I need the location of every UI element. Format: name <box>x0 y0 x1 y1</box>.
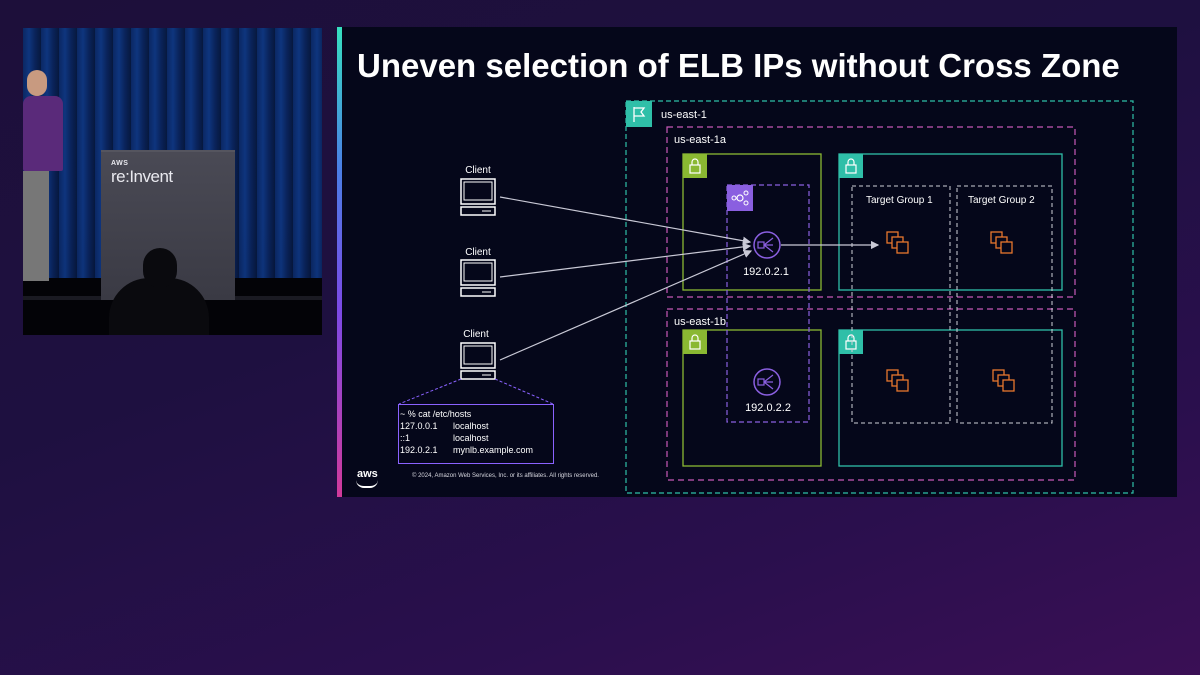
region-box <box>625 100 1134 494</box>
nlb-node-icon <box>753 368 781 396</box>
podium-aws-text: AWS <box>111 160 129 167</box>
aws-smile-mark <box>356 480 378 488</box>
lock-icon <box>839 154 863 178</box>
architecture-diagram: us-east-1 us-east-1a us-east-1b <box>398 100 1134 494</box>
hosts-name: localhost <box>453 433 489 443</box>
target-instances-icon <box>886 369 909 392</box>
region-label: us-east-1 <box>661 109 707 121</box>
client-label: Client <box>463 329 489 340</box>
hosts-row: 127.0.0.1 localhost <box>400 420 553 432</box>
audience-silhouette-head <box>143 248 177 288</box>
speaker-camera-feed: AWS re:Invent <box>23 28 322 335</box>
arrow-client1-to-nlb <box>499 196 752 245</box>
reinvent-logo: AWS re:Invent <box>111 160 173 187</box>
target-group-2-label: Target Group 2 <box>968 195 1035 206</box>
az-b-label: us-east-1b <box>674 316 726 328</box>
target-group-1-label: Target Group 1 <box>866 195 933 206</box>
target-instances-icon <box>886 231 909 254</box>
public-subnet-b <box>682 329 822 467</box>
hosts-name: mynlb.example.com <box>453 445 534 455</box>
lock-icon <box>839 330 863 354</box>
podium-brand-text: re:Invent <box>111 167 173 186</box>
nlb-box <box>726 184 810 423</box>
nlb-ip-a: 192.0.2.1 <box>743 266 789 278</box>
hosts-file-panel: ~ % cat /etc/hosts 127.0.0.1 localhost :… <box>398 404 554 464</box>
aws-logo: aws <box>357 468 378 480</box>
speaker-head <box>27 70 47 96</box>
target-instances-icon <box>990 231 1013 254</box>
hosts-row: 192.0.2.1 mynlb.example.com <box>400 444 553 456</box>
speaker <box>23 96 63 171</box>
arrow-client3-to-nlb <box>499 250 753 361</box>
slide-accent-bar <box>337 27 342 497</box>
hosts-name: localhost <box>453 421 489 431</box>
az-a-box <box>666 126 1076 298</box>
client-icon <box>460 178 496 216</box>
hosts-command: ~ % cat /etc/hosts <box>400 409 472 419</box>
target-group-1-box <box>851 185 951 424</box>
hosts-ip: ::1 <box>400 433 411 443</box>
arrow-client2-to-nlb <box>499 242 752 278</box>
client-label: Client <box>465 247 491 258</box>
presentation-slide: Uneven selection of ELB IPs without Cros… <box>337 27 1177 497</box>
lock-icon <box>683 330 707 354</box>
region-flag-icon <box>626 101 652 127</box>
copyright-notice: © 2024, Amazon Web Services, Inc. or its… <box>412 473 599 479</box>
client-icon <box>460 342 496 380</box>
speaker-legs <box>23 171 49 281</box>
hosts-ip: 127.0.0.1 <box>400 421 438 431</box>
client-label: Client <box>465 165 491 176</box>
slide-title: Uneven selection of ELB IPs without Cros… <box>357 47 1120 84</box>
az-a-label: us-east-1a <box>674 134 727 146</box>
target-instances-icon <box>992 369 1015 392</box>
lock-icon <box>683 154 707 178</box>
hosts-callout-lines <box>398 378 554 405</box>
load-balancer-icon <box>727 185 753 211</box>
target-group-2-box <box>956 185 1053 424</box>
public-subnet-a <box>682 153 822 291</box>
nlb-node-icon <box>753 231 781 259</box>
client-icon <box>460 259 496 297</box>
nlb-ip-b: 192.0.2.2 <box>745 402 791 414</box>
hosts-ip: 192.0.2.1 <box>400 445 438 455</box>
hosts-row: ::1 localhost <box>400 432 553 444</box>
az-b-box <box>666 308 1076 481</box>
private-subnet-a <box>838 153 1063 291</box>
